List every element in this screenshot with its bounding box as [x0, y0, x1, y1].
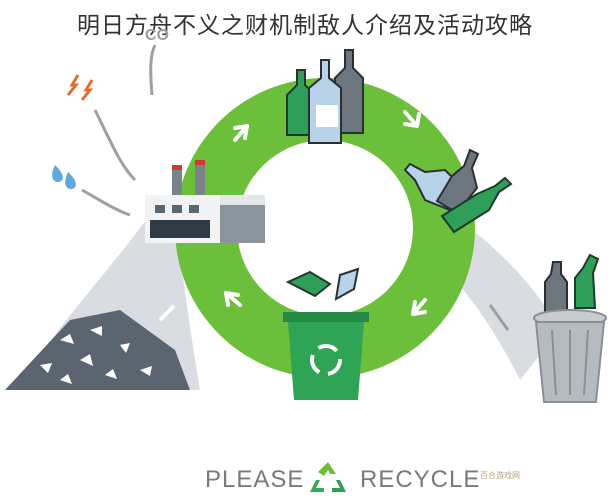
- water-arrow: [81, 188, 131, 217]
- electricity-icon: [66, 74, 94, 101]
- trash-arrow: [488, 304, 510, 331]
- green-recycle-bin: [283, 267, 369, 400]
- factory-icon: [145, 160, 265, 243]
- water-drop-icon: [52, 165, 76, 189]
- pile-arrow: [158, 304, 176, 322]
- ring-arrows: [224, 110, 427, 316]
- co2-arrow: [149, 44, 157, 96]
- co2-label: CO: [145, 27, 169, 44]
- watermark: 百合游戏网: [480, 471, 520, 480]
- gray-trash-bin: [533, 253, 607, 403]
- bottles-top: [286, 49, 364, 144]
- footer-left-text: PLEASE: [205, 466, 305, 493]
- ring-center: [237, 140, 413, 316]
- recycle-icon: [310, 462, 346, 492]
- broken-glass-pile: [5, 310, 190, 390]
- electricity-arrow: [93, 109, 137, 182]
- bottles-right: [403, 148, 513, 234]
- page-title: 明日方舟不义之财机制敌人介绍及活动攻略: [77, 13, 533, 39]
- footer: PLEASE RECYCLE: [0, 458, 610, 498]
- footer-right-text: RECYCLE: [360, 466, 481, 493]
